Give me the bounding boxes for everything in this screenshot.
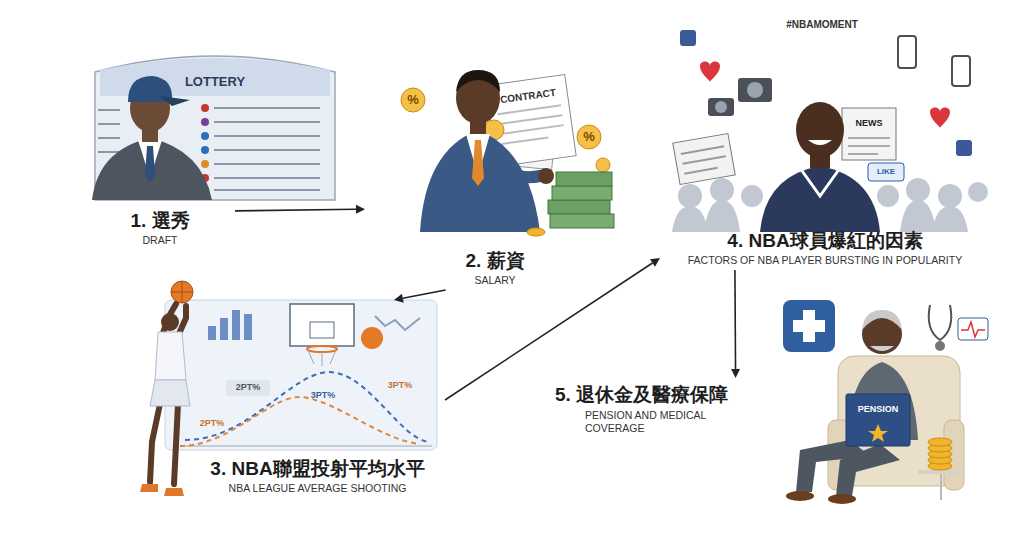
- flow-arrow: [731, 270, 740, 378]
- arrow-head: [356, 205, 365, 214]
- step-title: 1. 選秀: [130, 210, 189, 233]
- step-subtitle: PENSION AND MEDICAL COVERAGE: [585, 409, 750, 436]
- shooting-illustration: [140, 281, 437, 496]
- step-subtitle: SALARY: [474, 274, 515, 288]
- illustration-label: LOTTERY: [185, 75, 245, 89]
- pension-illustration: [783, 300, 988, 504]
- salary-illustration: [401, 70, 614, 236]
- flow-arrow: [235, 205, 365, 214]
- illustration-label: NEWS: [856, 119, 883, 129]
- step-subtitle: DRAFT: [143, 234, 178, 248]
- step-node: 4. NBA球員爆紅的因素FACTORS OF NBA PLAYER BURST…: [660, 5, 990, 270]
- illustration-label: 2PT%: [236, 383, 261, 393]
- illustration-label: 2PT%: [200, 419, 225, 429]
- illustration-label: PENSION: [858, 405, 899, 415]
- popularity-illustration: [672, 30, 988, 232]
- illustration-label: %: [583, 130, 595, 144]
- illustration-label: LIKE: [877, 168, 895, 177]
- step-title: 3. NBA聯盟投射平均水平: [210, 458, 424, 481]
- illustration-label: 3PT%: [388, 381, 413, 391]
- flow-arrow: [394, 290, 446, 303]
- step-subtitle: FACTORS OF NBA PLAYER BURSTING IN POPULA…: [688, 254, 962, 268]
- flow-arrow: [445, 258, 660, 400]
- arrow-line: [403, 290, 446, 298]
- arrow-head: [731, 369, 740, 378]
- step-subtitle: NBA LEAGUE AVERAGE SHOOTING: [229, 482, 407, 496]
- step-node: 5. 退休金及醫療保障PENSION AND MEDICAL COVERAGE: [555, 378, 975, 508]
- illustration-label: #NBAMOMENT: [786, 19, 858, 30]
- step-title: 4. NBA球員爆紅的因素: [727, 230, 922, 253]
- arrow-head: [394, 294, 404, 303]
- illustration-label: %: [407, 93, 419, 107]
- step-node: 1. 選秀DRAFT: [85, 20, 235, 250]
- arrow-line: [734, 270, 736, 369]
- step-title: 2. 薪資: [465, 250, 524, 273]
- arrow-line: [445, 263, 652, 400]
- step-title: 5. 退休金及醫療保障: [555, 384, 728, 407]
- arrow-line: [235, 209, 356, 211]
- step-node: 2. 薪資SALARY: [365, 45, 625, 290]
- draft-illustration: [92, 56, 335, 200]
- arrow-head: [650, 258, 660, 267]
- illustration-label: 3PT%: [311, 391, 336, 401]
